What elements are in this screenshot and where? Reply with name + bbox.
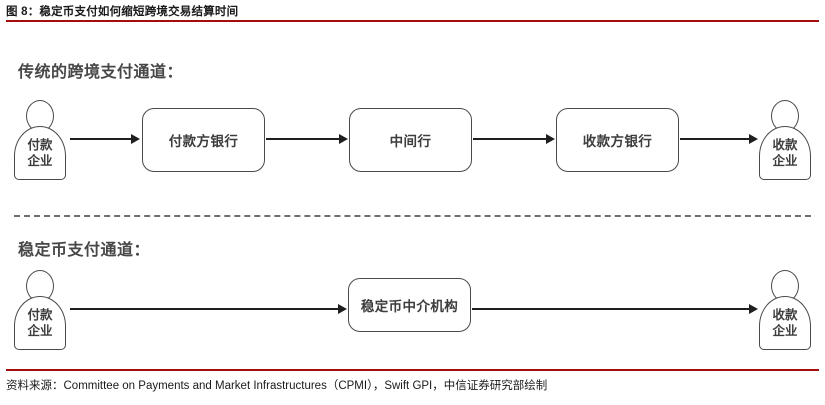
arrow-head-icon: [131, 134, 140, 144]
figure-title: 图 8：稳定币支付如何缩短跨境交易结算时间: [6, 6, 239, 18]
title-rule: [6, 20, 819, 22]
arrow-stablecoin-intermediary-to-payee: [472, 304, 758, 314]
source-note: 资料来源：Committee on Payments and Market In…: [6, 380, 548, 392]
person-body-icon: 收款 企业: [759, 296, 811, 350]
person-payer-company-stablecoin: 付款 企业: [12, 270, 68, 350]
arrow-shaft: [70, 308, 338, 310]
person-label-line1: 收款: [772, 307, 798, 322]
arrow-head-icon: [339, 134, 348, 144]
arrow-payer-to-stablecoin-intermediary: [70, 304, 347, 314]
node-payee-bank: 收款方银行: [556, 108, 679, 172]
person-label-line2: 企业: [27, 153, 53, 168]
arrow-shaft: [266, 138, 339, 140]
arrow-shaft: [473, 138, 546, 140]
arrow-shaft: [472, 308, 749, 310]
person-label-line2: 企业: [772, 323, 798, 338]
node-intermediary-bank: 中间行: [349, 108, 472, 172]
node-payer-bank: 付款方银行: [142, 108, 265, 172]
section-heading-stablecoin: 稳定币支付通道：: [18, 242, 151, 259]
arrow-head-icon: [546, 134, 555, 144]
person-body-icon: 付款 企业: [14, 126, 66, 180]
flow-row-traditional: 付款 企业 付款方银行 中间行 收款方银行 收款 企业: [0, 98, 825, 186]
arrow-shaft: [680, 138, 749, 140]
arrow-payer-to-payer-bank: [70, 134, 140, 144]
person-label-line1: 收款: [772, 137, 798, 152]
arrow-payer-bank-to-intermediary: [266, 134, 348, 144]
node-stablecoin-intermediary: 稳定币中介机构: [348, 278, 471, 332]
person-label-line2: 企业: [27, 323, 53, 338]
person-label-line1: 付款: [27, 137, 53, 152]
person-label-line1: 付款: [27, 307, 53, 322]
person-payee-company-stablecoin: 收款 企业: [757, 270, 813, 350]
arrow-intermediary-to-payee-bank: [473, 134, 555, 144]
person-payer-company-traditional: 付款 企业: [12, 100, 68, 180]
arrow-shaft: [70, 138, 131, 140]
arrow-payee-bank-to-payee: [680, 134, 758, 144]
flow-row-stablecoin: 付款 企业 稳定币中介机构 收款 企业: [0, 268, 825, 356]
arrow-head-icon: [749, 134, 758, 144]
person-body-icon: 付款 企业: [14, 296, 66, 350]
person-body-icon: 收款 企业: [759, 126, 811, 180]
section-heading-traditional: 传统的跨境支付通道：: [18, 64, 184, 81]
source-rule: [6, 369, 819, 371]
person-payee-company-traditional: 收款 企业: [757, 100, 813, 180]
section-divider: [14, 215, 811, 217]
arrow-head-icon: [338, 304, 347, 314]
arrow-head-icon: [749, 304, 758, 314]
person-label-line2: 企业: [772, 153, 798, 168]
